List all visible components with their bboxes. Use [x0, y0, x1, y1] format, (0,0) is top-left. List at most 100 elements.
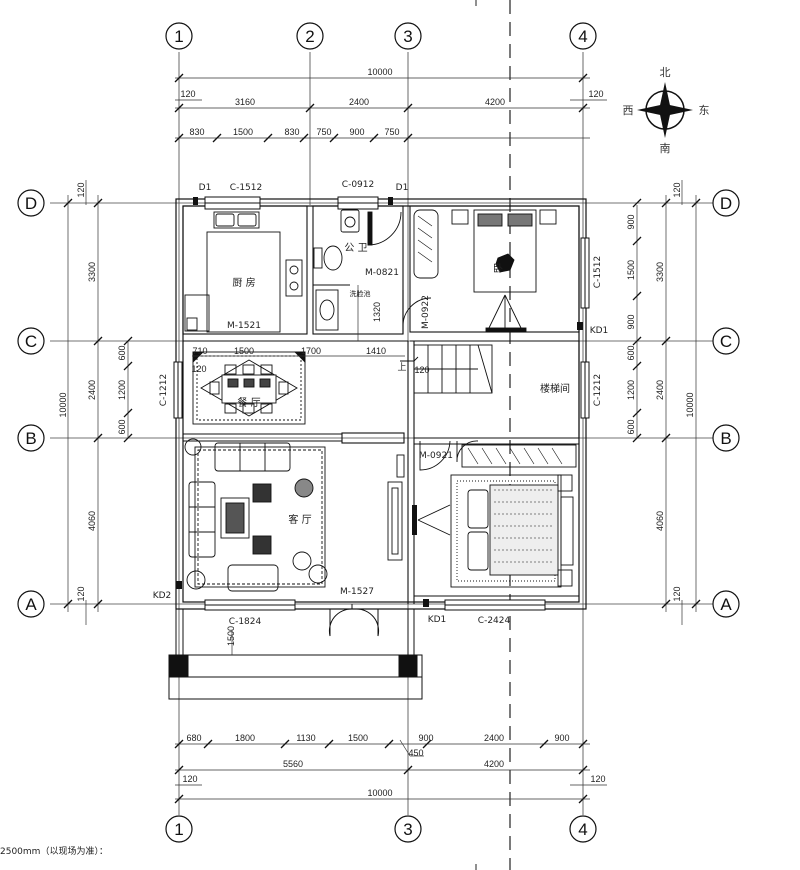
dim-bottom-fine-1: 680	[186, 733, 201, 743]
dim-top-fine-5: 900	[349, 127, 364, 137]
label-c1212-left: C-1212	[159, 374, 169, 406]
label-c1512-right: C-1512	[593, 256, 603, 288]
label-kd1-bottom: KD1	[428, 615, 447, 625]
svg-text:1: 1	[174, 820, 183, 839]
axis-bubble-right-b: B	[712, 424, 740, 452]
dim-top-mid-3: 4200	[485, 97, 505, 107]
dim-right-outer: 10000	[685, 392, 695, 417]
compass-east: 东	[699, 104, 710, 117]
axis-bubble-bottom-3: 3	[394, 815, 422, 843]
label-d1-left: D1	[199, 183, 212, 193]
dining-fixtures	[192, 351, 306, 425]
room-label-toilet: 公 卫	[344, 243, 367, 254]
dim-left-mid-1: 3300	[87, 262, 97, 282]
bedroom2-fixtures	[417, 440, 577, 588]
axis-grid-lines	[50, 52, 724, 815]
svg-text:4: 4	[578, 27, 587, 46]
label-kd2: KD2	[153, 591, 172, 601]
column-marks	[176, 197, 583, 607]
label-c0912: C-0912	[342, 180, 374, 190]
axis-bubble-left-c: C	[17, 327, 45, 355]
front-porch	[168, 604, 423, 700]
dim-inner-710: 710	[192, 346, 207, 356]
axis-bubble-bottom-1: 1	[165, 815, 193, 843]
dim-bottom-fine-3: 1130	[296, 733, 315, 743]
svg-text:1: 1	[174, 27, 183, 46]
room-label-dining: 餐 厅	[237, 396, 260, 409]
svg-text:A: A	[720, 595, 732, 614]
label-c1212-right: C-1212	[593, 374, 603, 406]
dim-left-edge-top: 120	[76, 182, 86, 197]
dim-bottom-fine-2: 1800	[235, 733, 255, 743]
interior-walls	[182, 205, 580, 604]
dim-left-fine-2: 1200	[117, 380, 127, 400]
label-stair-up: 上	[397, 362, 406, 373]
room-label-kitchen: 厨 房	[232, 276, 255, 289]
compass-rose: 北 南 东 西	[623, 66, 710, 155]
dim-right-edge-top: 120	[672, 182, 682, 197]
dim-left-mid-3: 4060	[87, 511, 97, 531]
dim-inner-120b: 120	[414, 365, 429, 375]
right-dimensions	[632, 180, 701, 625]
dim-inner-1700: 1700	[301, 346, 321, 356]
dim-bottom-mid-1: 5560	[283, 759, 303, 769]
dim-bottom-total: 10000	[367, 788, 392, 798]
svg-text:A: A	[25, 595, 37, 614]
dim-left-outer: 10000	[58, 392, 68, 417]
svg-text:B: B	[720, 429, 731, 448]
dim-top-edge-right: 120	[588, 89, 603, 99]
room-label-stair: 楼梯间	[540, 382, 570, 395]
dim-right-fine-3: 900	[626, 314, 636, 329]
dim-right-fine-1: 900	[626, 214, 636, 229]
dim-top-total: 10000	[367, 67, 392, 77]
room-label-living: 客 厅	[288, 513, 311, 526]
svg-text:D: D	[25, 194, 37, 213]
axis-bubble-left-b: B	[17, 424, 45, 452]
bottom-dimensions	[174, 739, 607, 804]
svg-text:4: 4	[578, 820, 587, 839]
svg-text:C: C	[25, 332, 37, 351]
left-dimensions	[63, 180, 133, 625]
label-m0821: M-0821	[365, 268, 399, 278]
dim-inner-120a: 120	[191, 364, 206, 374]
label-m1527: M-1527	[340, 587, 374, 597]
dim-right-mid-1: 3300	[655, 262, 665, 282]
dim-left-mid-2: 2400	[87, 380, 97, 400]
axis-bubble-top-4: 4	[569, 22, 597, 50]
living-fixtures	[184, 438, 405, 592]
dim-top-fine-4: 750	[316, 127, 331, 137]
dim-top-fine-6: 750	[384, 127, 399, 137]
kitchen-fixtures	[184, 211, 303, 333]
label-m1521: M-1521	[227, 321, 261, 331]
dim-inner-1500b: 1500	[226, 626, 236, 646]
dim-bottom-edge-left: 120	[182, 774, 197, 784]
dim-bottom-450: 450	[408, 748, 423, 758]
dim-left-fine-3: 600	[117, 419, 127, 434]
axis-bubble-right-a: A	[712, 590, 740, 618]
inner-dimension-lines	[192, 285, 405, 655]
dim-bottom-fine-4: 1500	[348, 733, 368, 743]
label-m0922: M-0922	[421, 295, 431, 329]
dim-bottom-fine-7: 900	[554, 733, 569, 743]
staircase	[400, 344, 493, 394]
dim-inner-1500: 1500	[234, 346, 254, 356]
label-kd1-top: KD1	[590, 326, 609, 336]
dim-right-fine-6: 600	[626, 419, 636, 434]
axis-bubble-right-d: D	[712, 189, 740, 217]
top-dimensions	[174, 73, 607, 143]
svg-text:2: 2	[305, 27, 314, 46]
label-d1-right: D1	[396, 183, 409, 193]
axis-bubble-bottom-4: 4	[569, 815, 597, 843]
dim-bottom-mid-2: 4200	[484, 759, 504, 769]
dim-inner-1410: 1410	[366, 346, 386, 356]
dim-inner-1320: 1320	[372, 302, 382, 322]
footer-note: 2500mm（以现场为准）：	[0, 845, 108, 857]
room-label-bedroom1: 卧	[493, 262, 503, 275]
dim-right-fine-2: 1500	[626, 260, 636, 280]
dim-left-edge-bottom: 120	[76, 586, 86, 601]
svg-text:3: 3	[403, 27, 412, 46]
dim-top-edge-left: 120	[180, 89, 195, 99]
dim-top-fine-3: 830	[284, 127, 299, 137]
axis-bubble-top-1: 1	[165, 22, 193, 50]
dim-bottom-fine-6: 2400	[484, 733, 504, 743]
